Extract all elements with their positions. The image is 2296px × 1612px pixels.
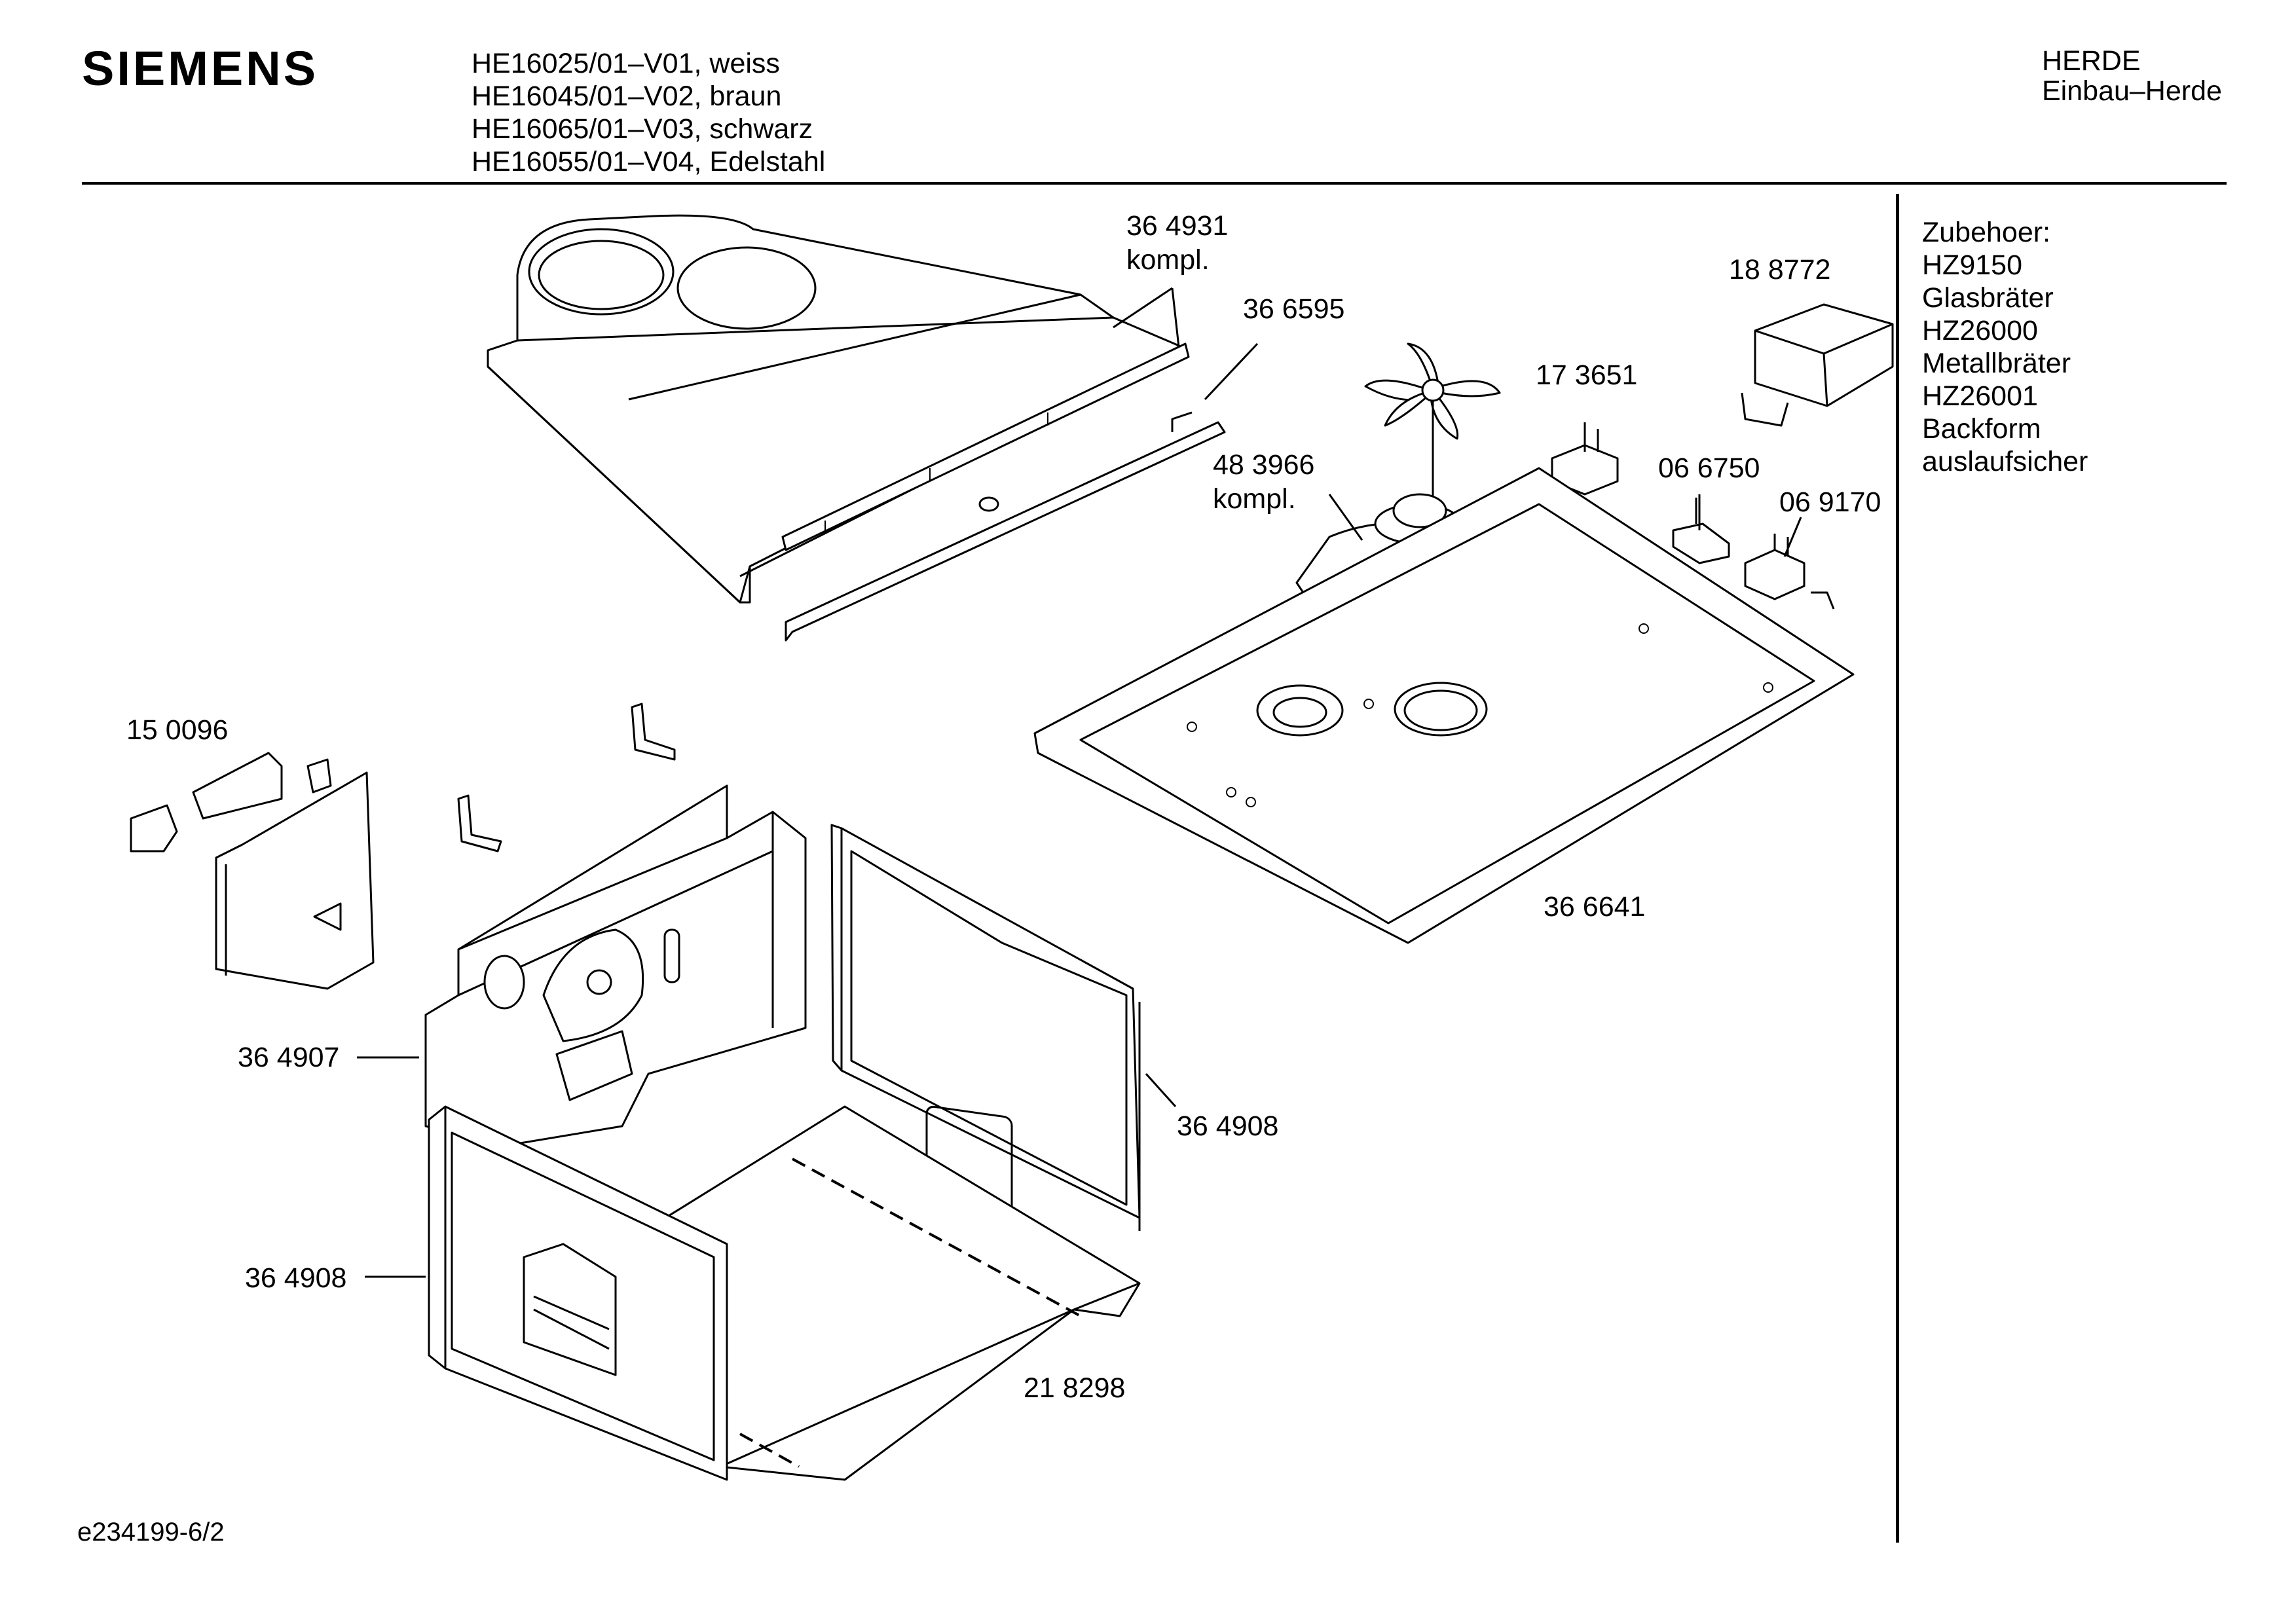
- part-label-36-4931: 36 4931: [1126, 210, 1229, 242]
- part-label-06-6750: 06 6750: [1658, 452, 1760, 484]
- side-wall-right-part: [830, 824, 1141, 1233]
- drawing-id: e234199-6/2: [77, 1518, 225, 1547]
- part-label-36-4907: 36 4907: [238, 1042, 340, 1073]
- control-bracket-part: [130, 752, 375, 990]
- part-label-36-6595: 36 6595: [1243, 293, 1345, 325]
- part-label-15-0096: 15 0096: [126, 714, 229, 746]
- part-label-06-9170: 06 9170: [1779, 486, 1881, 518]
- seal-strip-part: [785, 411, 1226, 642]
- model-line: HE16065/01–V03, schwarz: [472, 113, 813, 145]
- thermostat-18-8772: [1741, 303, 1894, 427]
- accessories-list: Zubehoer: HZ9150 Glasbräter HZ26000 Meta…: [1922, 216, 2088, 478]
- part-label-18-8772: 18 8772: [1729, 254, 1831, 285]
- thermostat-06-9170: [1744, 534, 1835, 610]
- model-line: HE16055/01–V04, Edelstahl: [472, 146, 826, 177]
- part-label-36-4931-sub: kompl.: [1126, 244, 1210, 276]
- part-label-17-3651: 17 3651: [1536, 359, 1638, 391]
- accessory-line: auslaufsicher: [1922, 446, 2088, 477]
- accessory-line: HZ26001: [1922, 380, 2038, 412]
- part-label-36-4908-right: 36 4908: [1177, 1110, 1279, 1142]
- part-label-48-3966-sub: kompl.: [1213, 483, 1296, 515]
- top-hood-part: [487, 214, 1190, 604]
- category: HERDE Einbau–Herde: [2042, 46, 2222, 106]
- fan-blade-part: [1364, 342, 1501, 498]
- part-label-36-6641: 36 6641: [1544, 891, 1646, 923]
- accessory-line: Metallbräter: [1922, 348, 2071, 379]
- model-line: HE16045/01–V02, braun: [472, 81, 782, 112]
- clip-part: [457, 703, 676, 852]
- category-line: HERDE: [2042, 45, 2141, 77]
- leader-lines: [357, 287, 1802, 1278]
- back-wall-part: [424, 784, 807, 1147]
- part-label-21-8298: 21 8298: [1024, 1372, 1126, 1404]
- model-line: HE16025/01–V01, weiss: [472, 48, 780, 79]
- switch-06-6750: [1672, 498, 1730, 564]
- accessory-line: Backform: [1922, 413, 2041, 445]
- part-label-36-4908-left: 36 4908: [245, 1262, 347, 1294]
- sidebar-divider: [1896, 194, 1899, 1543]
- part-label-48-3966: 48 3966: [1213, 449, 1315, 481]
- accessory-line: Glasbräter: [1922, 282, 2054, 314]
- oven-floor-part: [654, 1105, 1141, 1481]
- brand-logo: SIEMENS: [82, 41, 319, 96]
- side-wall-left-part: [428, 1105, 728, 1481]
- accessory-line: HZ9150: [1922, 249, 2022, 281]
- model-list: HE16025/01–V01, weiss HE16045/01–V02, br…: [472, 47, 825, 178]
- header-divider: [82, 182, 2227, 185]
- rear-panel-part: [1033, 467, 1855, 944]
- accessory-line: Zubehoer:: [1922, 217, 2051, 248]
- accessory-line: HZ26000: [1922, 315, 2038, 346]
- category-line: Einbau–Herde: [2042, 75, 2222, 107]
